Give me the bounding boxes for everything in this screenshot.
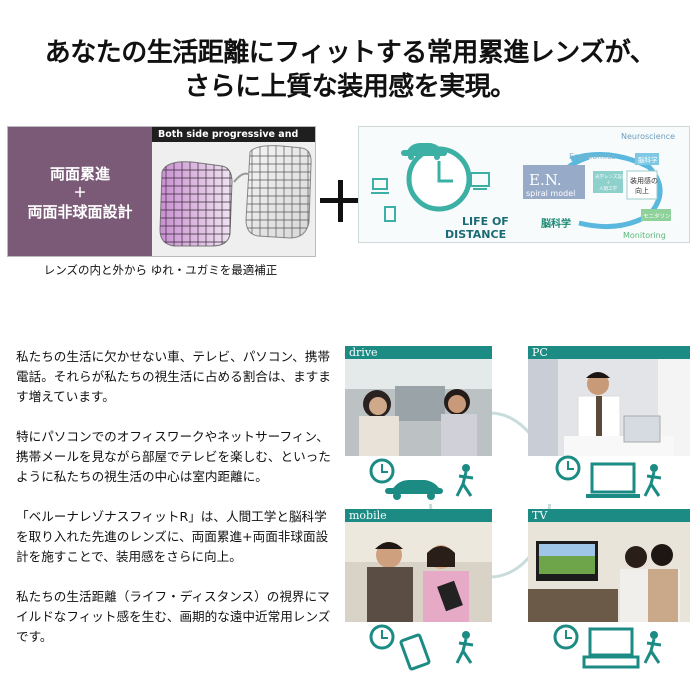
- person-walking-icon: [650, 631, 658, 639]
- plus-icon: [320, 180, 362, 222]
- phone-icon: [384, 206, 396, 222]
- card-drive-label: drive: [345, 346, 492, 359]
- card-mobile-label: mobile: [345, 509, 492, 522]
- neuroscience-label: Neuroscience: [621, 132, 675, 141]
- body-text: 私たちの生活に欠かせない車、テレビ、パソコン、携帯電話。それらが私たちの視生活に…: [16, 347, 334, 667]
- en-subtitle: spiral model: [526, 189, 575, 198]
- ergonomics-label: Ergonomics: [569, 152, 616, 161]
- card-pc: PC: [528, 346, 690, 504]
- headline: あなたの生活距離にフィットする常用累進レンズが、 さらに上質な装用感を実現。: [0, 36, 700, 104]
- card-pc-label: PC: [528, 346, 690, 359]
- lens-caption: レンズの内と外から ゆれ・ユガミを最適補正: [43, 263, 278, 277]
- en-title: E.N.: [529, 171, 562, 189]
- lens-grid-illustration: [152, 142, 315, 256]
- person-walking-icon: [462, 631, 470, 639]
- drive-photo: [345, 346, 492, 504]
- lens-design-label-box: 両面累進 ＋ 両面非球面設計: [8, 127, 152, 256]
- life-of-distance-diagram: LIFE OF DISTANCE E.N. spiral model 脳科学 光…: [359, 127, 689, 242]
- en-spiral-model-panel: LIFE OF DISTANCE E.N. spiral model 脳科学 光…: [358, 126, 690, 243]
- card-tv-label: TV: [528, 509, 690, 522]
- optics-line-1: 光学レンズ設計: [595, 173, 627, 180]
- lens-design-panel: 両面累進 ＋ 両面非球面設計 Both side progressive and…: [7, 126, 316, 257]
- comfort-line-1: 装用感の: [630, 176, 658, 185]
- distance-label: DISTANCE: [445, 228, 506, 241]
- comfort-line-2: 向上: [635, 186, 649, 195]
- card-mobile: mobile: [345, 509, 492, 673]
- lens-title-plus: ＋: [73, 186, 87, 201]
- noukagaku-label: 脳科学: [541, 217, 571, 230]
- pc-photo: [528, 346, 690, 504]
- body-paragraph-1: 私たちの生活に欠かせない車、テレビ、パソコン、携帯電話。それらが私たちの視生活に…: [16, 349, 331, 404]
- body-paragraph-4: 私たちの生活距離（ライフ・ディスタンス）の視界にマイルドなフィット感を生む、画期…: [16, 589, 331, 644]
- tv-photo: [528, 509, 690, 673]
- life-of-label: LIFE OF: [462, 215, 509, 228]
- monitoring-label: Monitoring: [623, 231, 666, 240]
- laptop-icon: [590, 462, 636, 494]
- card-tv: TV: [528, 509, 690, 673]
- car-icon: [407, 143, 443, 151]
- headline-line-1: あなたの生活距離にフィットする常用累進レンズが、: [44, 38, 656, 68]
- tv-icon: [588, 627, 634, 657]
- lens-header-bar: Both side progressive and aspheric: [152, 127, 315, 155]
- mobile-photo: [345, 509, 492, 673]
- headline-line-2: さらに上質な装用感を実現。: [184, 72, 516, 102]
- lens-title-line-2: 両面非球面設計: [27, 203, 133, 221]
- person-walking-icon: [650, 464, 658, 472]
- optics-line-3: 人間工学: [599, 185, 617, 192]
- phone-icon: [399, 633, 431, 671]
- body-paragraph-3: 「ベルーナレゾナスフィットR」は、人間工学と脳科学を取り入れた先進のレンズに、両…: [16, 509, 329, 564]
- card-drive: drive: [345, 346, 492, 504]
- laptop-icon: [372, 178, 388, 190]
- noukagaku-box: 脳科学: [638, 155, 658, 164]
- lens-title-line-1: 両面累進: [49, 165, 110, 183]
- optics-line-2: ＋: [606, 180, 611, 186]
- body-paragraph-2: 特にパソコンでのオフィスワークやネットサーフィン、携帯メールを見ながら部屋でテレ…: [16, 429, 331, 484]
- monitoring-box: モニタリング: [643, 212, 677, 220]
- person-walking-icon: [462, 464, 470, 472]
- tv-icon: [470, 172, 490, 187]
